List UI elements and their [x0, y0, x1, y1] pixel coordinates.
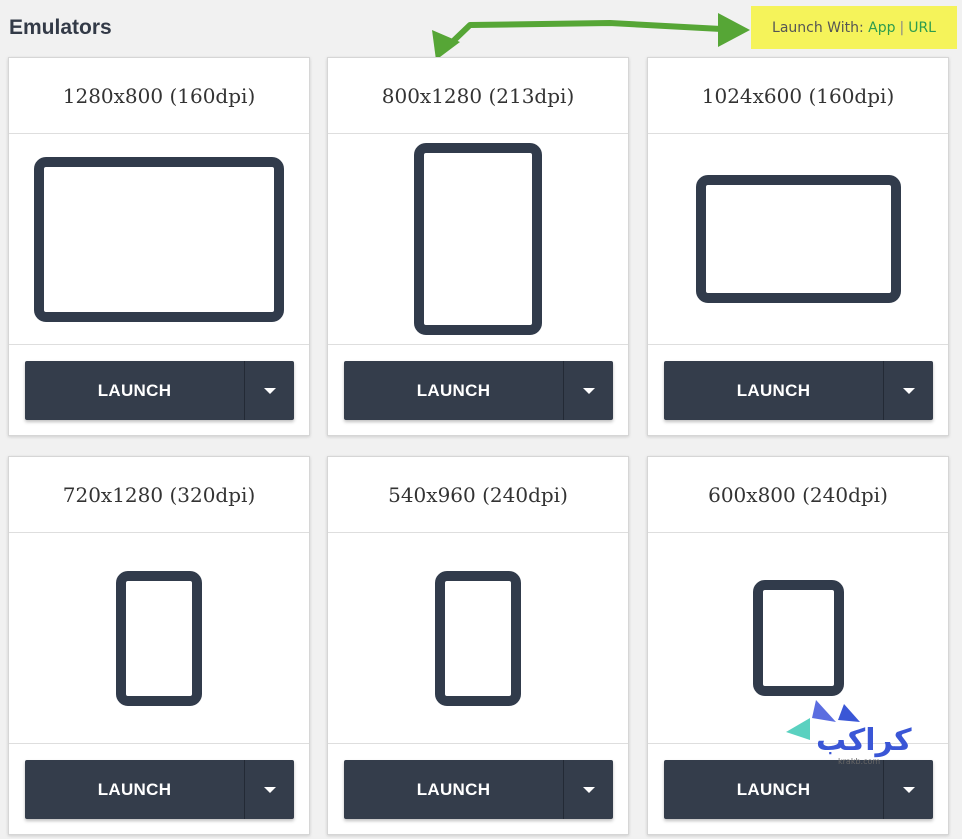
caret-down-icon [263, 387, 276, 394]
launch-with-separator: | [899, 19, 905, 36]
launch-button[interactable]: LAUNCH [416, 380, 491, 400]
emulator-card: 1024x600 (160dpi) LAUNCH [647, 57, 949, 436]
launch-with-label: Launch With: [772, 19, 864, 36]
emulator-resolution-label: 1024x600 (160dpi) [648, 58, 948, 134]
launch-dropdown-button[interactable] [883, 361, 933, 420]
caret-down-icon [582, 786, 595, 793]
launch-with-url-link[interactable]: URL [908, 19, 936, 36]
caret-down-icon [902, 387, 915, 394]
emulator-card: 600x800 (240dpi) LAUNCH [647, 456, 949, 835]
launch-split-button: LAUNCH [25, 760, 294, 819]
emulator-resolution-label: 800x1280 (213dpi) [328, 58, 628, 134]
launch-split-button: LAUNCH [664, 760, 933, 819]
page-title: Emulators [9, 16, 112, 39]
watermark-subtext: krakb.com [838, 757, 880, 766]
emulator-preview [328, 533, 628, 744]
launch-dropdown-button[interactable] [244, 760, 294, 819]
phone-portrait-icon [435, 570, 521, 706]
launch-split-button: LAUNCH [25, 361, 294, 420]
launch-button[interactable]: LAUNCH [97, 380, 172, 400]
launch-button[interactable]: LAUNCH [416, 779, 491, 799]
tablet-landscape-icon [34, 156, 284, 322]
emulator-preview [328, 134, 628, 345]
emulator-preview [9, 533, 309, 744]
launch-dropdown-button[interactable] [563, 361, 613, 420]
caret-down-icon [582, 387, 595, 394]
watermark-logo: کراکب krakb.com [786, 700, 912, 766]
launch-button[interactable]: LAUNCH [97, 779, 172, 799]
emulator-card: 1280x800 (160dpi) LAUNCH [8, 57, 310, 436]
launch-with-app-link[interactable]: App [868, 19, 896, 36]
launch-split-button: LAUNCH [344, 760, 613, 819]
emulator-resolution-label: 720x1280 (320dpi) [9, 457, 309, 533]
launch-split-button: LAUNCH [664, 361, 933, 420]
launch-dropdown-button[interactable] [883, 760, 933, 819]
emulator-preview [648, 533, 948, 744]
emulator-resolution-label: 540x960 (240dpi) [328, 457, 628, 533]
emulator-card: 800x1280 (213dpi) LAUNCH [327, 57, 629, 436]
emulator-resolution-label: 600x800 (240dpi) [648, 457, 948, 533]
emulator-preview [648, 134, 948, 345]
phone-portrait-icon [116, 570, 202, 706]
launch-dropdown-button[interactable] [563, 760, 613, 819]
tablet-landscape-icon [695, 175, 901, 303]
emulator-preview [9, 134, 309, 345]
watermark-text: کراکب [816, 723, 912, 758]
launch-button[interactable]: LAUNCH [736, 779, 811, 799]
tablet-portrait-icon [414, 143, 542, 335]
launch-with-bar: Launch With: App|URL [751, 6, 957, 49]
launch-button[interactable]: LAUNCH [736, 380, 811, 400]
emulator-card: 540x960 (240dpi) LAUNCH [327, 456, 629, 835]
phone-portrait-icon [752, 580, 844, 696]
emulator-card: 720x1280 (320dpi) LAUNCH [8, 456, 310, 835]
emulator-resolution-label: 1280x800 (160dpi) [9, 58, 309, 134]
launch-dropdown-button[interactable] [244, 361, 294, 420]
caret-down-icon [902, 786, 915, 793]
caret-down-icon [263, 786, 276, 793]
launch-split-button: LAUNCH [344, 361, 613, 420]
